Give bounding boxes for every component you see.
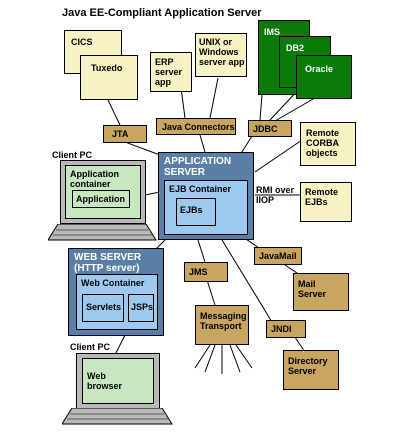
cics-label: CICS [71, 37, 93, 47]
ejbs-box: EJBs [176, 198, 216, 226]
unix-box: UNIX or Windows server app [195, 33, 247, 77]
remote-corba-box: Remote CORBA objects [300, 122, 356, 166]
erp-label: ERP server app [155, 57, 183, 87]
web-browser-box: Web browser [82, 358, 154, 404]
erp-box: ERP server app [150, 52, 192, 92]
jsps-label: JSPs [131, 302, 154, 312]
ims-label: IMS [264, 27, 281, 37]
messaging-transport-label: Messaging Transport [200, 311, 247, 331]
tuxedo-label: Tuxedo [91, 63, 123, 73]
oracle-box: Oracle [296, 55, 352, 99]
jndi-box: JNDI [266, 320, 306, 338]
mail-server-box: Mail Server [293, 273, 349, 311]
javamail-label: JavaMail [259, 251, 297, 261]
remote-ejbs-box: Remote EJBs [300, 182, 352, 222]
ejbs-label: EJBs [180, 205, 203, 215]
jdbc-label: JDBC [253, 124, 278, 134]
jndi-label: JNDI [271, 324, 292, 334]
application-label: Application [76, 194, 125, 204]
application-box: Application [72, 190, 130, 208]
diagram-title: Java EE-Compliant Application Server [62, 7, 262, 19]
jta-label: JTA [112, 129, 129, 139]
servlets-label: Servlets [86, 302, 122, 312]
jsps-box: JSPs [128, 294, 154, 322]
client-pc-1-keyboard [48, 224, 157, 241]
java-connectors-label: Java Connectors [162, 122, 235, 132]
oracle-label: Oracle [305, 64, 334, 74]
remote-ejbs-label: Remote EJBs [305, 187, 339, 207]
client-pc-2-keyboard [62, 408, 173, 425]
jms-label: JMS [189, 267, 208, 277]
unix-label: UNIX or Windows server app [199, 37, 245, 67]
rmi-iiop-label: RMI over IIOP [256, 185, 295, 205]
mail-server-label: Mail Server [298, 279, 327, 299]
jdbc-box: JDBC [248, 120, 292, 137]
messaging-transport-box: Messaging Transport [195, 305, 249, 345]
web-browser-label: Web browser [87, 371, 123, 391]
client-pc-2-label: Client PC [70, 342, 111, 352]
tuxedo-box: Tuxedo [80, 55, 138, 100]
web-server-label: WEB SERVER (HTTP server) [74, 252, 142, 274]
directory-server-label: Directory Server [288, 356, 328, 376]
ejb-container-label: EJB Container [169, 184, 232, 194]
jta-box: JTA [103, 125, 147, 143]
app-container-label: Application container [70, 169, 119, 189]
app-server-label: APPLICATION SERVER [164, 156, 232, 178]
client-pc-1-label: Client PC [52, 150, 93, 160]
servlets-box: Servlets [82, 294, 124, 322]
web-container-label: Web Container [81, 278, 145, 288]
directory-server-box: Directory Server [283, 350, 339, 390]
remote-corba-label: Remote CORBA objects [306, 128, 340, 158]
jms-box: JMS [184, 262, 228, 282]
javamail-box: JavaMail [254, 247, 302, 265]
java-connectors-box: Java Connectors [156, 118, 236, 135]
db2-label: DB2 [286, 43, 305, 53]
